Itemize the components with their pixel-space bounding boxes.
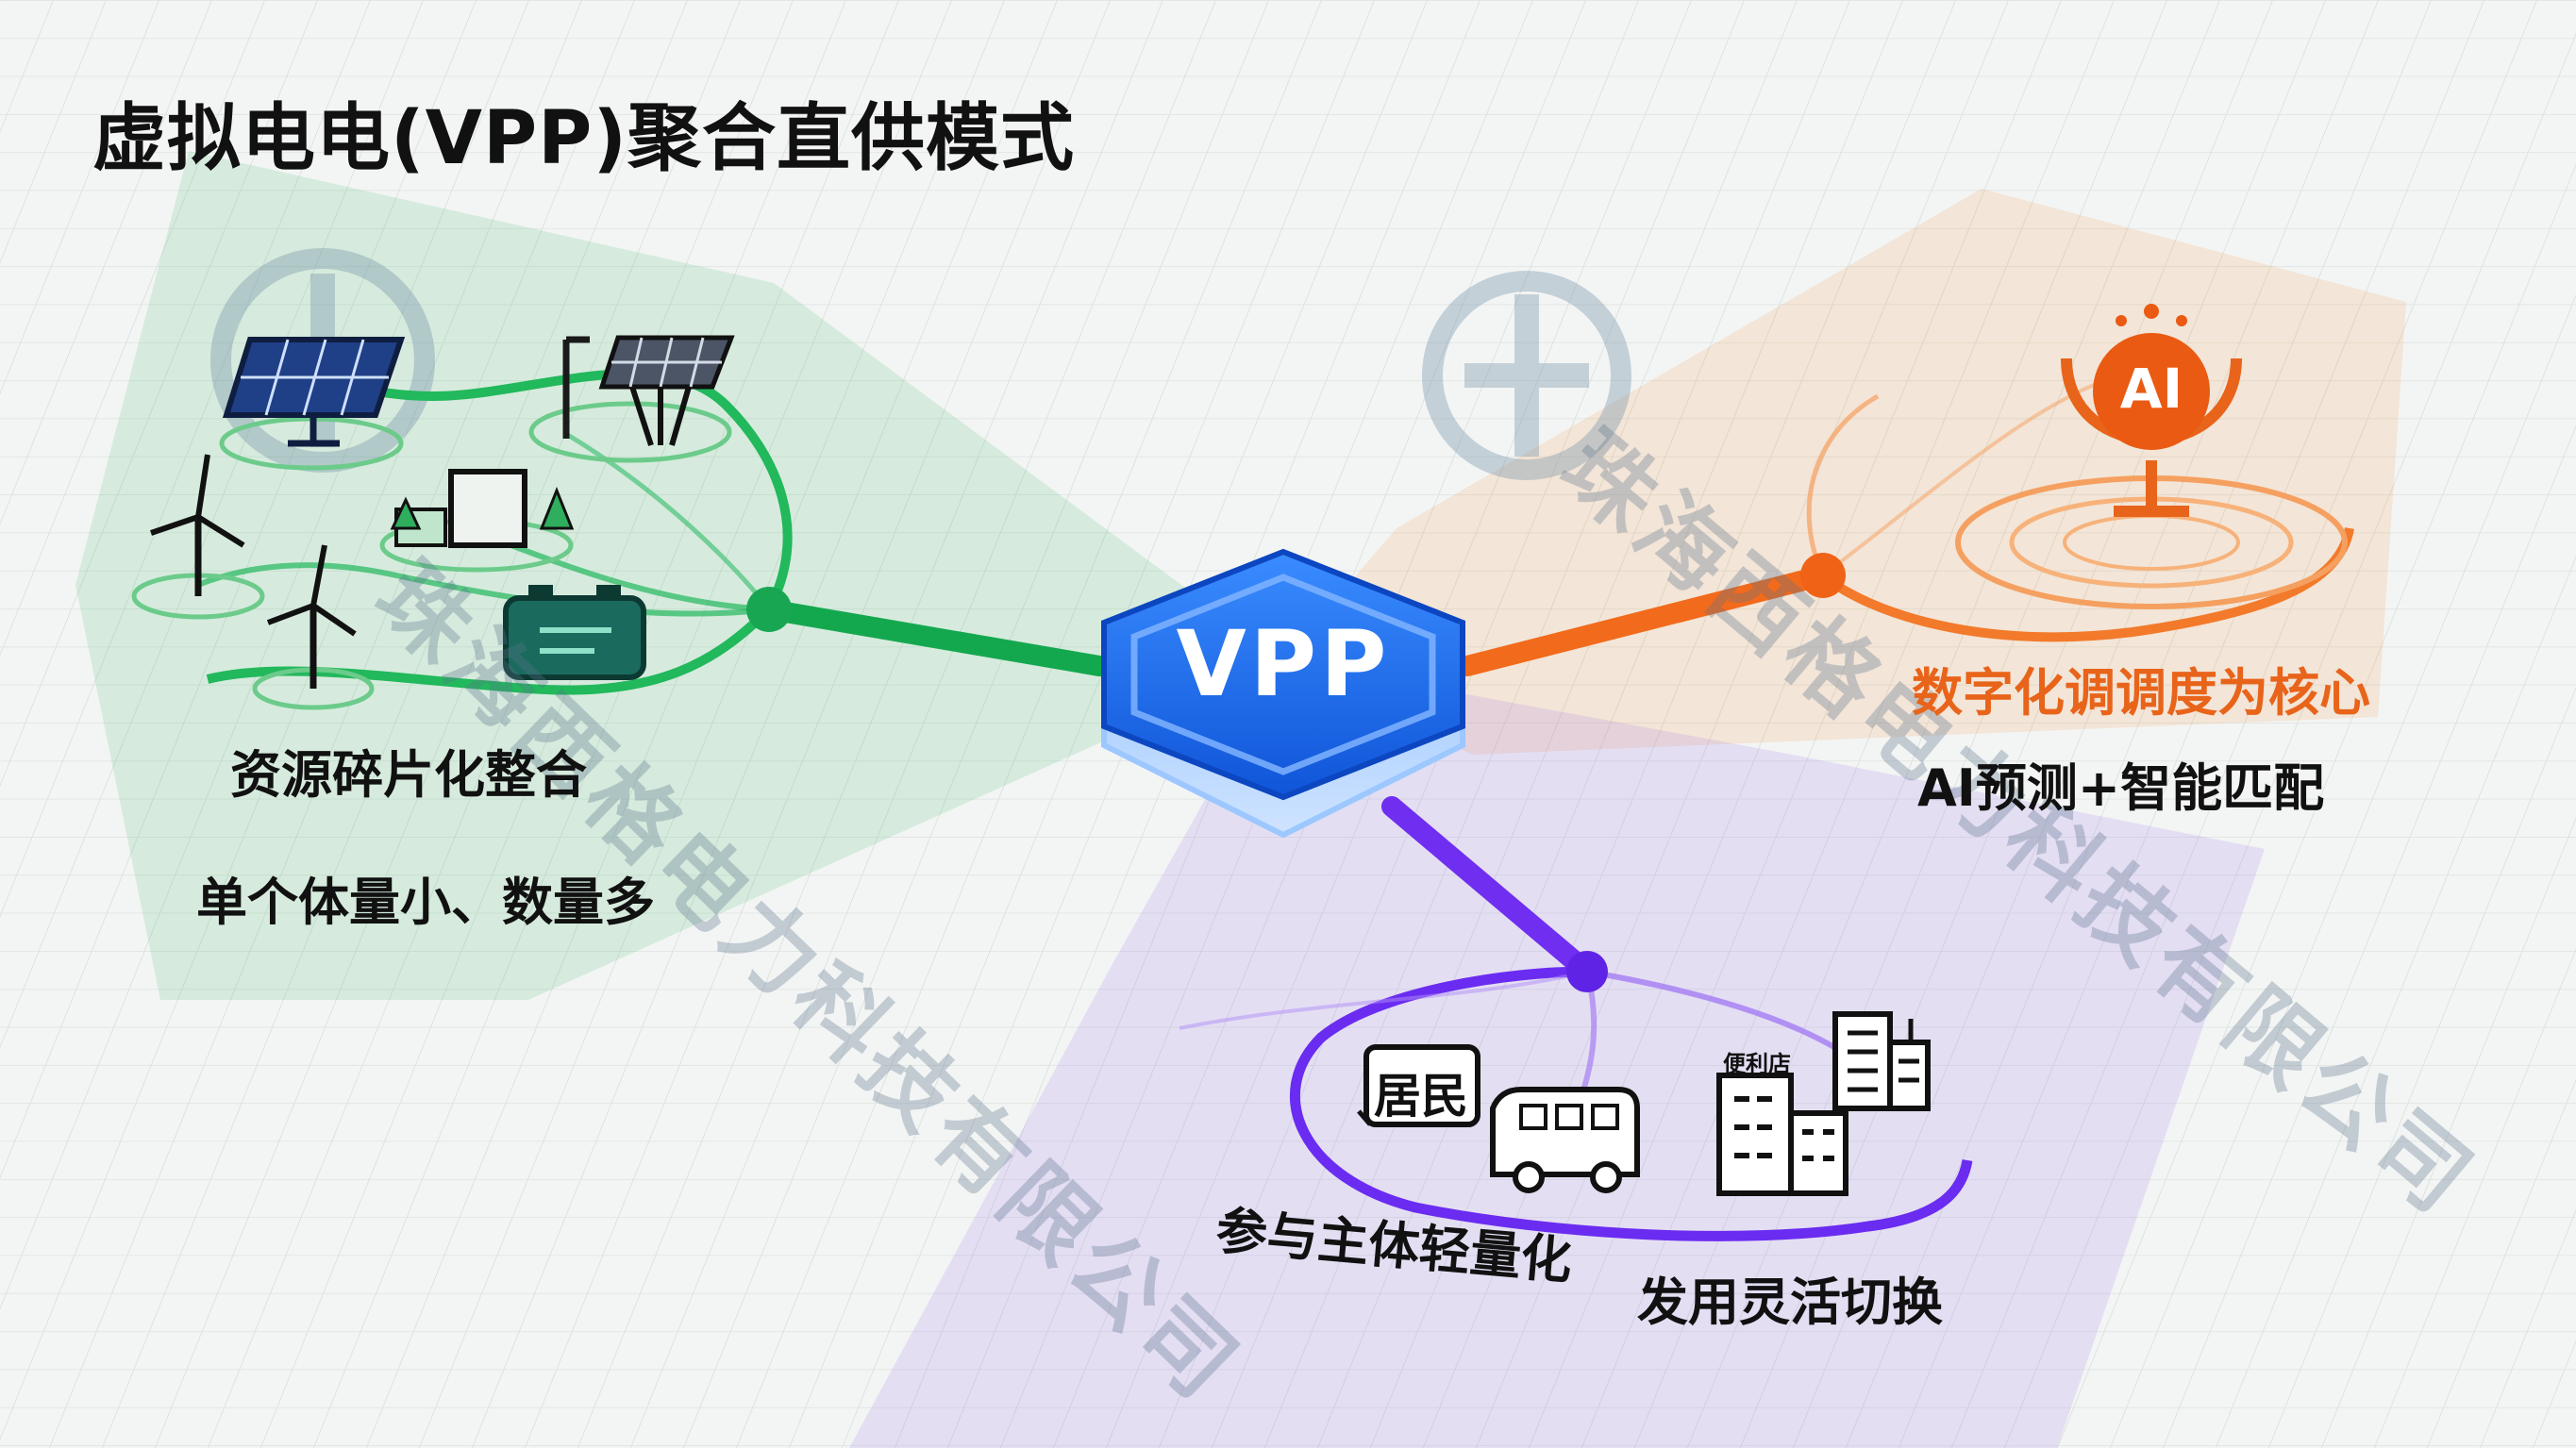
ai-badge-label: AI <box>2119 357 2183 421</box>
vpp-hub-label: VPP <box>1176 611 1391 717</box>
vpp-hub <box>1101 548 1465 839</box>
resources-title: 资源碎片化整合 <box>230 745 587 805</box>
dispatch-title: 数字化调调度为核心 <box>1912 663 2370 723</box>
watermark-logo-2 <box>1422 271 1631 480</box>
ai-microphone-icon <box>1955 304 2348 609</box>
solar-panel-icon <box>219 337 406 471</box>
participants-subtitle: 发用灵活切换 <box>1637 1273 1943 1332</box>
residents-sign-label: 居民 <box>1374 1069 1468 1123</box>
residents-sign-icon <box>1357 1044 1480 1127</box>
street-solar-icon <box>528 335 735 463</box>
orange-branch <box>1457 375 2354 676</box>
purple-junction-node <box>1566 951 1608 992</box>
store-sign-label: 便利店 <box>1723 1051 1791 1077</box>
facility-icon <box>379 469 575 573</box>
purple-branch <box>1179 796 1973 1241</box>
resources-subtitle: 单个体量小、数量多 <box>196 873 655 932</box>
van-icon <box>1490 1087 1640 1193</box>
page-title: 虚拟电电(VPP)聚合直供模式 <box>92 96 1075 181</box>
wind-turbine-icon-2 <box>252 544 375 710</box>
wind-turbine-icon-1 <box>131 454 265 620</box>
green-junction-node <box>746 587 792 632</box>
office-building-icon <box>1832 1011 1931 1111</box>
dispatch-subtitle: AI预测+智能匹配 <box>1917 758 2325 818</box>
battery-storage-icon <box>503 585 646 680</box>
convenience-store-icon <box>1716 1073 1848 1196</box>
orange-junction-node <box>1800 553 1846 598</box>
